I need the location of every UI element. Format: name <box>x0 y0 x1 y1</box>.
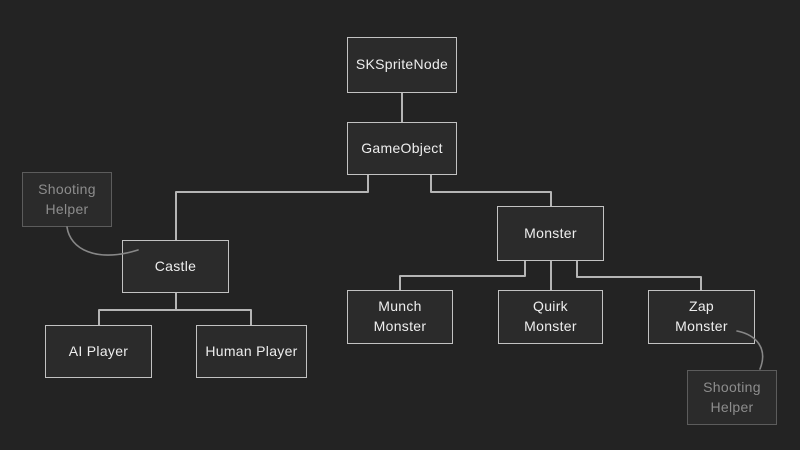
node-gameobject-label: GameObject <box>361 139 443 156</box>
node-shooting-helper-right: Shooting Helper <box>687 370 777 425</box>
node-shooting-helper-left-label: Shooting Helper <box>38 180 96 217</box>
node-shooting-helper-right-label: Shooting Helper <box>703 378 761 415</box>
node-ai-player-label: AI Player <box>68 342 129 359</box>
node-human-player-label: Human Player <box>205 342 298 359</box>
node-zap-monster-label: Zap Monster <box>675 298 728 334</box>
node-monster: Monster <box>497 206 604 261</box>
node-quirk-monster: Quirk Monster <box>498 290 603 344</box>
node-castle-label: Castle <box>154 257 197 274</box>
edge-gameobject-monster <box>430 175 552 206</box>
node-shooting-helper-left: Shooting Helper <box>22 172 112 227</box>
node-zap-monster: Zap Monster <box>648 290 755 344</box>
node-gameobject: GameObject <box>347 122 457 175</box>
node-quirk-monster-label: Quirk Monster <box>524 298 577 334</box>
node-human-player: Human Player <box>196 325 307 378</box>
node-monster-label: Monster <box>524 224 577 241</box>
node-munch-monster-label: Munch Monster <box>373 298 427 334</box>
edge-monster-zap <box>576 261 702 290</box>
node-munch-monster: Munch Monster <box>347 290 453 344</box>
node-skspritenode-label: SKSpriteNode <box>355 56 449 73</box>
edge-monster-munch <box>399 261 526 290</box>
node-castle: Castle <box>122 240 229 293</box>
edge-castle-children-branch <box>98 309 252 325</box>
edge-gameobject-castle <box>175 175 369 240</box>
node-ai-player: AI Player <box>45 325 152 378</box>
node-skspritenode: SKSpriteNode <box>347 37 457 93</box>
